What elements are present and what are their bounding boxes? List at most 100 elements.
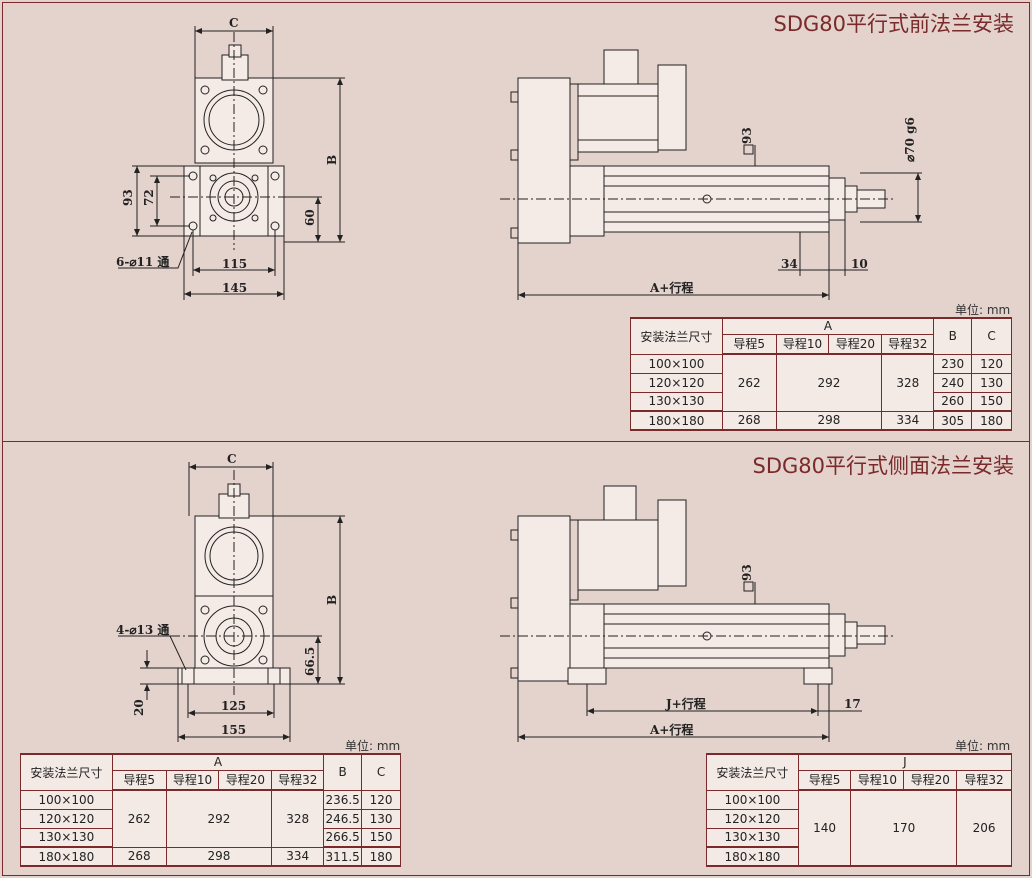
header-flange-size: 安装法兰尺寸 [630, 317, 723, 355]
cell-j: 170 [850, 789, 958, 867]
top-dim-115: 115 [222, 257, 247, 271]
header-flange-size: 安装法兰尺寸 [706, 753, 799, 791]
header-lead: 导程5 [797, 769, 852, 791]
cell-a: 328 [881, 353, 935, 412]
header-lead: 导程20 [218, 769, 273, 791]
top-spec-table: 安装法兰尺寸 A B C 导程5 导程10 导程20 导程32 100×100 … [630, 317, 1012, 431]
cell-c: 180 [361, 846, 401, 867]
header-a: A [721, 317, 935, 335]
top-section-title: SDG80平行式前法兰安装 [773, 12, 1015, 36]
cell-c: 150 [971, 391, 1012, 412]
bottom-dim-a: A+行程 [649, 722, 693, 737]
bottom-side-view [500, 485, 895, 742]
top-side-view [500, 49, 922, 300]
cell-j: 140 [797, 789, 852, 867]
cell-a: 298 [775, 410, 883, 431]
cell-size: 120×120 [20, 808, 113, 829]
cell-size: 100×100 [630, 353, 723, 374]
top-dim-a: A+行程 [649, 280, 693, 295]
top-unit-label: 单位: mm [955, 303, 1011, 317]
bottom-left-unit-label: 单位: mm [345, 739, 401, 753]
header-lead: 导程32 [271, 769, 325, 791]
bottom-dim-93: 93 [740, 564, 754, 581]
cell-b: 305 [933, 410, 973, 431]
cell-size: 100×100 [20, 789, 113, 810]
top-dim-93: 93 [121, 189, 135, 206]
cell-j: 206 [956, 789, 1012, 867]
top-end-view [118, 26, 345, 300]
bottom-dim-j: J+行程 [665, 696, 706, 711]
cell-size: 130×130 [630, 391, 723, 412]
top-dim-b: B [325, 155, 339, 165]
bottom-dim-b: B [325, 595, 339, 605]
cell-b: 311.5 [323, 846, 363, 867]
top-dim-shaft: ⌀70 g6 [903, 117, 917, 162]
header-a: A [111, 753, 325, 771]
cell-size: 180×180 [706, 846, 799, 867]
cell-a: 292 [165, 789, 273, 848]
cell-size: 130×130 [20, 827, 113, 848]
cell-b: 266.5 [323, 827, 363, 848]
header-lead: 导程5 [721, 333, 777, 355]
header-flange-size: 安装法兰尺寸 [20, 753, 113, 791]
cell-size: 120×120 [630, 372, 723, 393]
top-dim-34: 34 [781, 257, 798, 271]
section-divider [2, 441, 1030, 442]
cell-c: 120 [361, 789, 401, 810]
top-dim-c: C [229, 16, 239, 30]
header-c: C [971, 317, 1012, 355]
top-dim-60: 60 [303, 209, 317, 226]
bottom-right-unit-label: 单位: mm [955, 739, 1011, 753]
cell-size: 120×120 [706, 808, 799, 829]
bottom-dim-17: 17 [844, 697, 861, 711]
bottom-dim-holes: 4-⌀13 通 [116, 622, 169, 637]
bottom-dim-125: 125 [221, 699, 246, 713]
cell-c: 130 [361, 808, 401, 829]
cell-c: 150 [361, 827, 401, 848]
cell-size: 180×180 [630, 410, 723, 431]
cell-a: 262 [111, 789, 167, 848]
cell-size: 130×130 [706, 827, 799, 848]
header-lead: 导程5 [111, 769, 167, 791]
cell-a: 334 [271, 846, 325, 867]
bottom-end-view [118, 462, 345, 742]
cell-a: 262 [721, 353, 777, 412]
bottom-dim-20: 20 [132, 699, 146, 716]
cell-b: 240 [933, 372, 973, 393]
cell-a: 268 [721, 410, 777, 431]
header-lead: 导程10 [775, 333, 830, 355]
cell-c: 130 [971, 372, 1012, 393]
bottom-dim-c: C [227, 452, 237, 466]
header-b: B [323, 753, 363, 791]
cell-a: 268 [111, 846, 167, 867]
cell-a: 292 [775, 353, 883, 412]
header-lead: 导程10 [165, 769, 220, 791]
header-lead: 导程20 [903, 769, 958, 791]
top-dim-10: 10 [851, 257, 868, 271]
header-b: B [933, 317, 973, 355]
header-j: J [797, 753, 1013, 771]
bottom-section-title: SDG80平行式侧面法兰安装 [752, 454, 1015, 478]
bottom-dim-155: 155 [221, 723, 246, 737]
cell-b: 230 [933, 353, 973, 374]
header-c: C [361, 753, 401, 791]
cell-c: 180 [971, 410, 1012, 431]
top-dim-72: 72 [142, 189, 156, 206]
header-lead: 导程32 [956, 769, 1012, 791]
cell-b: 260 [933, 391, 973, 412]
bottom-dim-66: 66.5 [303, 647, 317, 676]
cell-a: 334 [881, 410, 935, 431]
top-dim-93b: 93 [740, 127, 754, 144]
header-lead: 导程20 [828, 333, 883, 355]
cell-size: 180×180 [20, 846, 113, 867]
cell-b: 246.5 [323, 808, 363, 829]
cell-c: 120 [971, 353, 1012, 374]
header-lead: 导程10 [850, 769, 905, 791]
cell-b: 236.5 [323, 789, 363, 810]
top-dim-holes: 6-⌀11 通 [116, 254, 169, 269]
cell-size: 100×100 [706, 789, 799, 810]
header-lead: 导程32 [881, 333, 935, 355]
bottom-a-spec-table: 安装法兰尺寸 A B C 导程5 导程10 导程20 导程32 100×100 … [20, 753, 401, 867]
